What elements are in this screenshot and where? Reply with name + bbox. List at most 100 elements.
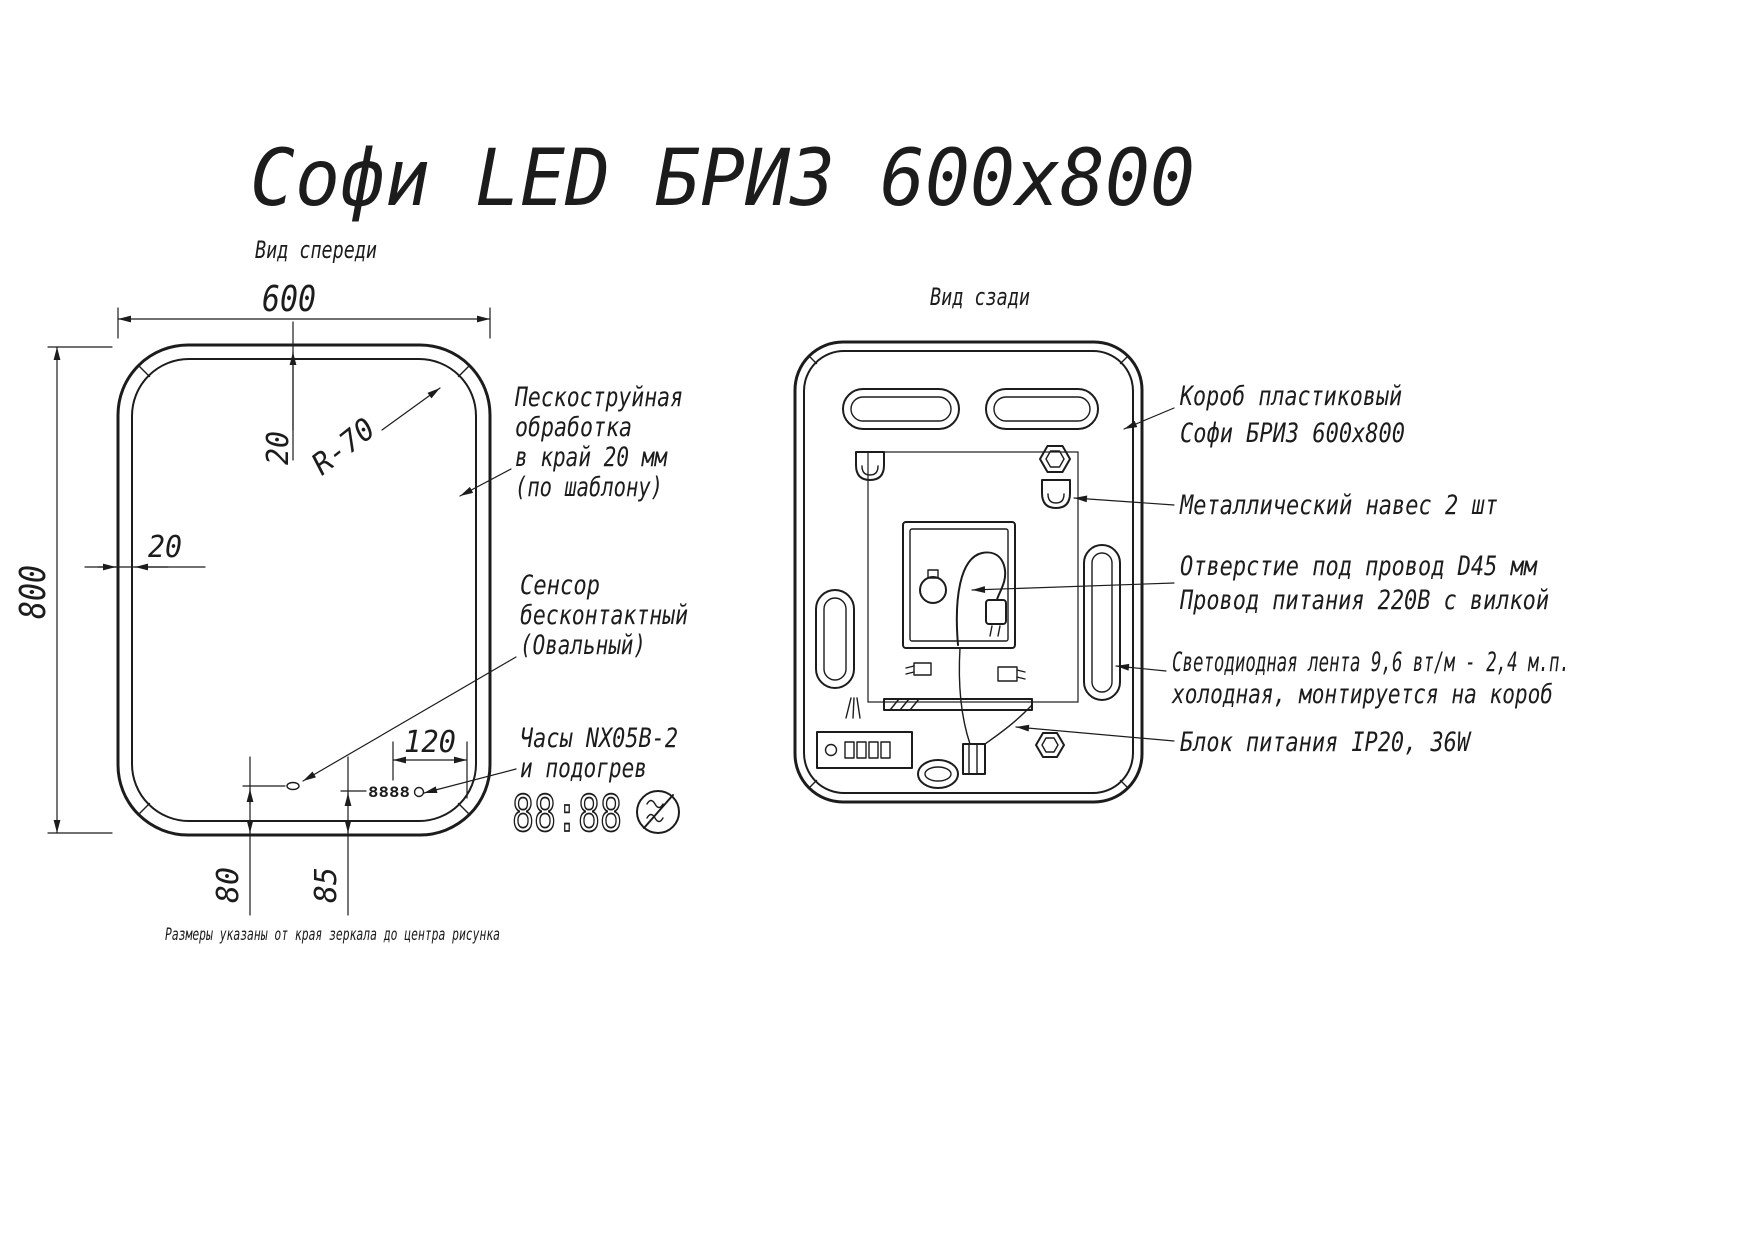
sensor-callout-line1: Сенсор xyxy=(520,570,600,601)
led-callout-line2: холодная, монтируется на короб xyxy=(1171,679,1553,710)
dim-r70-value: R-70 xyxy=(305,412,382,483)
dim-20-top-value: 20 xyxy=(261,431,296,465)
psu-body xyxy=(816,731,913,769)
sandblast-leader-line xyxy=(459,468,512,497)
r70-leader-line xyxy=(381,387,441,431)
cord-callout-line2: Провод питания 220В с вилкой xyxy=(1179,585,1549,616)
slot-top-right-inner xyxy=(993,396,1091,422)
clock-display-symbol: 88:88 xyxy=(512,785,622,843)
led-strip-hatch xyxy=(889,698,920,711)
cord-box-inner xyxy=(909,528,1009,642)
dim-bottom-extension-lines xyxy=(242,756,367,916)
no-fog-icon xyxy=(636,790,680,834)
led-strip xyxy=(883,698,1033,711)
sensor-callout-line2: бесконтактный xyxy=(520,600,688,631)
cord-leader-line xyxy=(971,582,1175,593)
dim-20-left-value: 20 xyxy=(148,530,182,565)
hex-bolts xyxy=(1035,445,1071,758)
connector-left-pins xyxy=(905,665,915,675)
hex-bolt-bottom xyxy=(1035,732,1065,758)
mirror-clock-button-dot xyxy=(413,786,425,798)
back-corner-ticks xyxy=(808,355,1129,789)
slot-left xyxy=(815,589,855,689)
slot-left-inner xyxy=(823,597,847,681)
mirror-pattern-edge xyxy=(131,358,477,822)
hanger-right xyxy=(1041,479,1071,509)
psu-window-1 xyxy=(844,741,855,759)
touchless-sensor-mark xyxy=(286,781,300,791)
hangers-leader-line xyxy=(1073,495,1175,506)
slot-bottom-inner xyxy=(924,766,952,782)
hanger-left xyxy=(855,451,885,481)
psu-window-3 xyxy=(868,741,879,759)
clock-leader-line xyxy=(423,768,517,794)
psu-window-4 xyxy=(880,741,891,759)
bottom-connector-body xyxy=(962,743,986,775)
slot-right-inner xyxy=(1091,552,1113,693)
page-title: Софи LED БРИЗ 600х800 xyxy=(250,134,1195,224)
dim-120-value: 120 xyxy=(404,725,456,760)
sandblast-callout-line2: обработка xyxy=(515,412,632,443)
cord-down xyxy=(958,647,971,745)
cord-hole xyxy=(919,576,947,604)
box-callout-line1: Короб пластиковый xyxy=(1179,381,1402,412)
mirror-outer-edge xyxy=(116,343,492,837)
sensor-callout-line3: (Овальный) xyxy=(520,630,646,661)
clock-callout-line1: Часы NX05B-2 xyxy=(520,723,678,754)
plug-prongs xyxy=(989,625,1001,637)
power-plug xyxy=(985,599,1007,625)
hex-bolt-bottom-inner xyxy=(1041,737,1059,753)
front-view-label: Вид спереди xyxy=(255,236,377,264)
connector-right-pins xyxy=(1016,669,1026,680)
slot-bottom xyxy=(917,759,959,789)
no-fog-icon-waves xyxy=(646,799,664,823)
cord-box-outer xyxy=(902,521,1016,649)
psu-led-dot xyxy=(824,743,838,757)
hex-bolt-top xyxy=(1039,445,1071,473)
connector-left xyxy=(913,662,932,676)
led-callout-line1: Светодиодная лента 9,6 вт/м - 2,4 м.п. xyxy=(1172,647,1570,678)
slot-right xyxy=(1083,544,1121,701)
slot-top-left-inner xyxy=(850,396,952,422)
box-callout-line2: Софи БРИЗ 600х800 xyxy=(1180,418,1405,449)
dim-85-value: 85 xyxy=(309,867,344,903)
mirror-mini-clock-display: 8888 xyxy=(368,785,410,801)
psu-leader-line xyxy=(1015,724,1175,742)
sandblast-callout-line3: в край 20 мм xyxy=(515,442,668,473)
wire-whiskers xyxy=(845,697,861,719)
back-outer-edge xyxy=(793,340,1144,804)
dim-600-extension-lines xyxy=(117,307,491,461)
bottom-connector xyxy=(962,743,986,775)
hanger-right-detail xyxy=(1047,493,1065,504)
back-view: Вид сзади xyxy=(793,283,1570,804)
dim-80-value: 80 xyxy=(211,867,246,903)
metal-hangers xyxy=(855,451,1071,509)
sandblast-callout-line4: (по шаблону) xyxy=(515,472,663,503)
wiring xyxy=(845,647,1033,745)
footnote: Размеры указаны от края зеркала до центр… xyxy=(165,925,500,945)
bottom-connector-lines xyxy=(968,743,978,775)
clock-callout-line2: и подогрев xyxy=(520,753,647,784)
cord-callout-line1: Отверстие под провод D45 мм xyxy=(1180,551,1538,582)
back-inner-edge xyxy=(803,350,1134,794)
box-leader-line xyxy=(1123,407,1175,430)
sandblast-callout-line1: Пескоструйная xyxy=(514,382,683,413)
hex-bolt-top-inner xyxy=(1045,450,1065,468)
psu-window-2 xyxy=(856,741,867,759)
hangers-callout: Металлический навес 2 шт xyxy=(1179,490,1498,521)
dim-800-value: 800 xyxy=(13,565,54,619)
slot-top-left xyxy=(842,388,960,430)
slot-top-right xyxy=(985,388,1099,430)
led-leader-line xyxy=(1115,663,1167,672)
mirror-corner-ticks xyxy=(137,364,471,816)
back-panel-outline xyxy=(867,451,1079,703)
plastic-box-slots xyxy=(815,388,1121,789)
power-cord xyxy=(955,551,1007,646)
connector-right xyxy=(997,666,1018,682)
sensor-leader-line xyxy=(302,656,517,782)
dim-600-value: 600 xyxy=(262,279,316,320)
no-fog-icon-circle xyxy=(636,790,680,834)
power-supply xyxy=(816,731,913,769)
